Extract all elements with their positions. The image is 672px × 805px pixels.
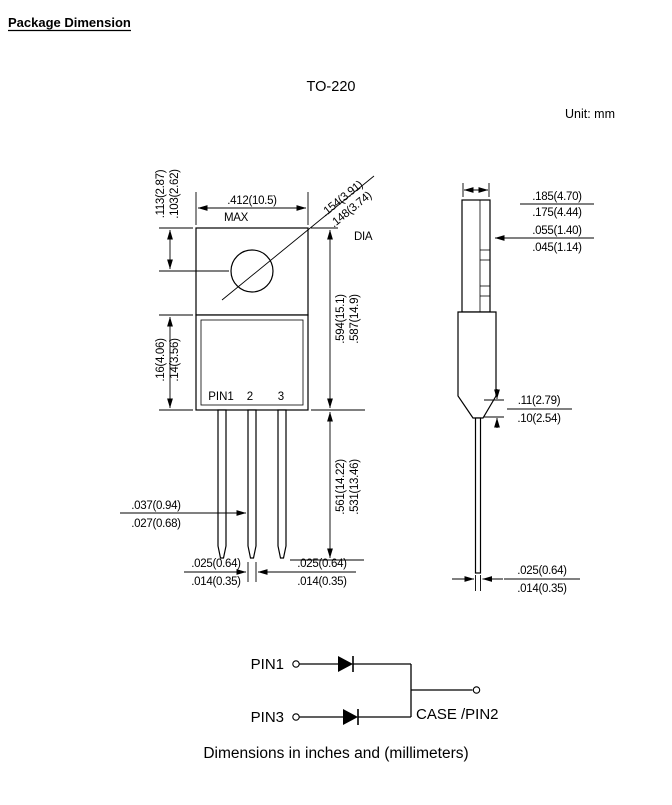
dim-body-width: .412(10.5) MAX: [195, 192, 309, 225]
dim-hole-dia-label: DIA: [354, 231, 373, 243]
dim-height-max: .594(15.1): [335, 294, 347, 344]
dim-shoulder-min: .14(3.56): [169, 338, 181, 382]
dim-depth-max: .185(4.70): [532, 191, 582, 203]
side-body-outline: [457, 311, 497, 419]
dim-lead-tip-left: .025(0.64) .014(0.35): [184, 558, 257, 588]
front-body-inner-line: [200, 319, 304, 406]
dim-tab-thickness-min: .045(1.14): [532, 242, 582, 254]
diode2-anode-icon: [343, 709, 358, 725]
dim-hole-offset-max: .113(2.87): [155, 169, 167, 218]
diode1-anode-icon: [338, 656, 353, 672]
dim-body-width-max: .412(10.5): [227, 195, 277, 207]
dim-tip-left-max: .025(0.64): [191, 558, 241, 570]
dim-lead-width-max: .037(0.94): [131, 500, 181, 512]
dim-height-min: .587(14.9): [349, 294, 361, 344]
front-lead-3: [277, 409, 287, 559]
dim-hole-offset: .113(2.87) .103(2.62): [155, 169, 229, 272]
pin3-terminal: [292, 713, 300, 721]
dimensions-footnote: Dimensions in inches and (millimeters): [203, 745, 468, 762]
pin2-label: 2: [247, 391, 253, 403]
dim-lead-length: .561(14.22) .531(13.46): [290, 411, 364, 561]
dim-tip-right-max: .025(0.64): [297, 558, 347, 570]
pin1-label: PIN1: [208, 391, 234, 403]
mounting-hole: [230, 249, 274, 293]
side-tab-outline: [461, 199, 491, 313]
dim-lead-offset-max: .11(2.79): [518, 395, 561, 407]
dim-lead-length-max: .561(14.22): [335, 459, 347, 515]
front-lead-1: [217, 409, 227, 559]
internal-schematic: PIN1 PIN3 CASE /PIN2: [251, 656, 499, 726]
schematic-pin3-label: PIN3: [251, 709, 284, 726]
dim-tab-thickness-max: .055(1.40): [532, 225, 582, 237]
front-view: PIN1 2 3 .412(10.5) MAX .113(2.87) .103(…: [120, 169, 374, 588]
dim-body-width-min: MAX: [224, 212, 249, 224]
case-terminal: [472, 686, 481, 694]
pin3-label: 3: [278, 391, 284, 403]
dim-hole-offset-min: .103(2.62): [169, 169, 181, 219]
dim-lead-offset: .11(2.79) .10(2.54): [484, 389, 572, 428]
unit-label: Unit: mm: [565, 107, 615, 121]
dim-lead-tip-right: .025(0.64) .014(0.35): [257, 558, 356, 588]
side-lead: [474, 417, 482, 574]
pin1-terminal: [292, 660, 300, 668]
dim-side-lead-thickness-min: .014(0.35): [517, 583, 567, 595]
page-heading: Package Dimension: [8, 15, 131, 30]
dim-shoulder-max: .16(4.06): [155, 338, 167, 382]
dim-lead-width: .037(0.94) .027(0.68): [120, 500, 247, 530]
schematic-pin1-label: PIN1: [251, 656, 284, 673]
dim-tip-left-min: .014(0.35): [191, 576, 241, 588]
front-body-outline: [195, 314, 309, 411]
dim-lead-length-min: .531(13.46): [349, 459, 361, 515]
dim-side-lead-thickness-max: .025(0.64): [517, 565, 567, 577]
dim-depth: .185(4.70) .175(4.44): [462, 183, 594, 219]
dim-lead-offset-min: .10(2.54): [517, 413, 561, 425]
dim-side-lead-thickness: .025(0.64) .014(0.35): [452, 565, 580, 595]
front-lead-2: [247, 409, 257, 559]
schematic-case-label: CASE /PIN2: [416, 706, 499, 723]
package-type-label: TO-220: [307, 79, 356, 95]
dim-depth-min: .175(4.44): [532, 207, 582, 219]
dim-shoulder: .16(4.06) .14(3.56): [155, 314, 193, 411]
side-view: .185(4.70) .175(4.44) .055(1.40) .045(1.…: [452, 183, 594, 595]
dim-tip-right-min: .014(0.35): [297, 576, 347, 588]
dim-tab-thickness: .055(1.40) .045(1.14): [494, 225, 594, 254]
dim-overall-height: .594(15.1) .587(14.9): [311, 227, 365, 411]
dim-lead-width-min: .027(0.68): [131, 518, 181, 530]
